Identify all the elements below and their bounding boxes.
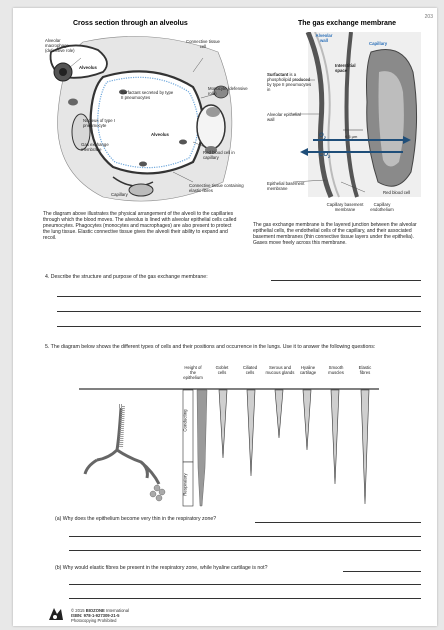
column-ciliated: Ciliated cells [239,365,261,375]
label-interstitial: Interstitial space [335,63,359,73]
label-size: 0.5 µm [345,134,357,139]
zone-respiratory: Respiratory [183,465,188,505]
label-surfactant-def: Surfactant is a phospholipid produced by… [267,72,315,92]
label-membrane-capillary: Capillary [369,41,387,46]
page-number: 203 [425,14,433,20]
label-connective-fibres: Connective tissue containing elastic fib… [189,183,247,193]
label-o2: O2 [319,134,326,140]
answer-line[interactable] [69,584,421,585]
column-elastic: Elastic fibres [353,365,377,375]
label-gas-membrane: Gas exchange membrane [81,142,121,152]
label-epithelial-wall: Alveolar epithelial wall [267,112,307,122]
label-macrophage: Alveolar macrophage (defensive role) [45,38,85,53]
answer-line[interactable] [57,296,421,297]
respiratory-cell-diagram [49,388,429,508]
column-goblet: Goblet cells [211,365,233,375]
label-capillary-endothelium: Capillary endothelium [367,202,397,212]
label-connective-cell: Connective tissue cell [185,39,221,49]
label-capillary: Capillary [111,192,128,197]
column-cartilage: Hyaline cartilage [295,365,321,375]
question-5a: (a) Why does the epithelium become very … [55,516,216,522]
membrane-caption: The gas exchange membrane is the layered… [253,222,429,246]
answer-line[interactable] [69,598,421,599]
column-smooth-muscle: Smooth muscles [323,365,349,375]
answer-line[interactable] [271,280,421,281]
label-rbc: Red blood cell in capillary [203,150,247,160]
membrane-title: The gas exchange membrane [298,20,396,27]
zone-conducting: Conducting [183,401,188,441]
label-alveolus-1: Alveolus [79,65,97,70]
label-monocyte: Monocyte (defensive role) [208,86,250,96]
question-5b: (b) Why would elastic fibres be present … [55,565,268,571]
alveolus-title: Cross section through an alveolus [73,20,188,27]
answer-line[interactable] [69,550,421,551]
answer-line[interactable] [57,311,421,312]
answer-line[interactable] [69,536,421,537]
label-surfactant: Surfactant secreted by type II pneumocyt… [121,90,175,100]
answer-line[interactable] [343,571,421,572]
answer-line[interactable] [255,522,421,523]
label-alveolus-2: Alveolus [151,132,169,137]
label-capillary-bm: Capillary basement membrane [325,202,365,212]
label-alveolar-wall: Alveolar wall [311,33,337,43]
question-5: 5. The diagram below shows the different… [45,344,421,350]
question-4: 4. Describe the structure and purpose of… [45,274,208,280]
label-nucleus: Nucleus of type I pneumocyte [83,118,131,128]
worksheet-page: 203 Cross section through an alveolus [13,8,437,626]
label-membrane-rbc: Red blood cell [383,190,410,195]
label-epithelial-bm: Epithelial basement membrane [267,181,313,191]
alveolus-caption: The diagram above illustrates the physic… [43,211,238,241]
column-epithelium: Height of the epithelium [181,365,205,380]
biozone-logo-icon [47,606,65,622]
answer-line[interactable] [57,326,421,327]
footer-copyright: © 2015 BIOZONE International ISBN: 978-1… [71,608,129,623]
label-co2: CO2 [319,153,330,159]
column-glands: Serous and mucous glands [265,365,295,375]
